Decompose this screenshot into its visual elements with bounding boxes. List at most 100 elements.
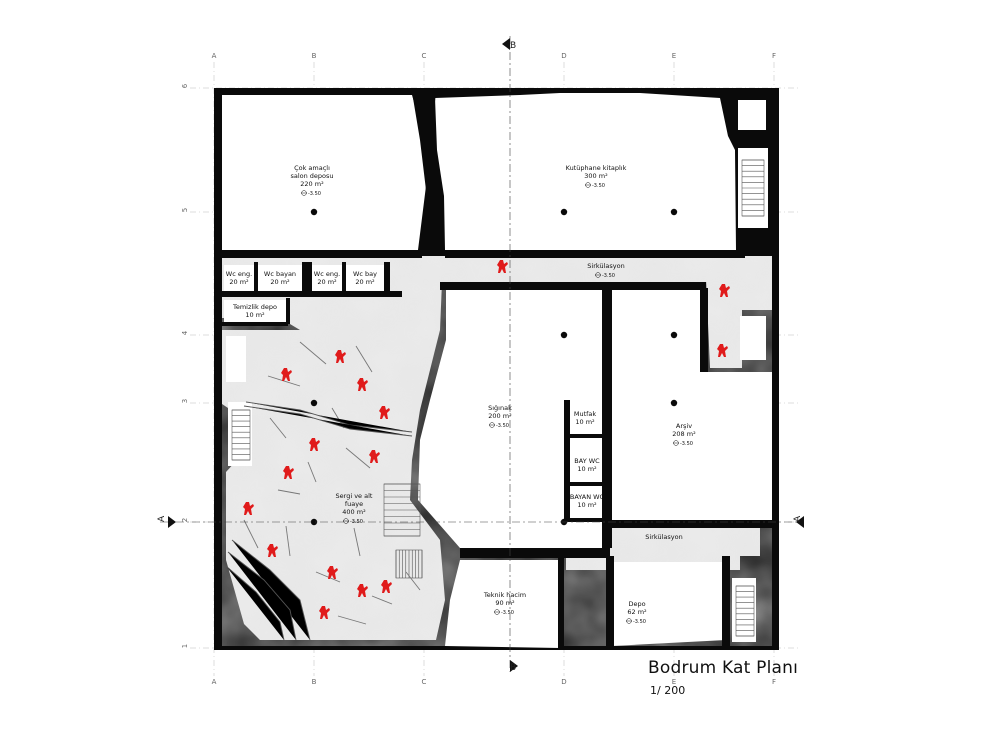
room-wc-eng-1: [224, 265, 254, 291]
drawing-scale: 1/ 200: [650, 684, 686, 697]
person-figure: [319, 606, 330, 619]
grid-row-label: 3: [181, 399, 189, 403]
grid-column-label: D: [561, 52, 566, 60]
column-point: [560, 208, 568, 216]
room-wc-bayan: [258, 265, 302, 291]
room-label-line: 208 m²: [672, 430, 696, 438]
room-wc-bay: [346, 265, 384, 291]
room-teknik-hacim: [445, 560, 560, 648]
grid-column-label: E: [672, 52, 676, 60]
room-label-line: 10 m²: [577, 501, 597, 509]
person-figure: [335, 350, 346, 363]
person-figure: [357, 378, 368, 391]
room-label-line: Depo: [628, 600, 645, 608]
room-label-line: 300 m²: [584, 172, 608, 180]
room-bayan-wc: [570, 490, 602, 518]
section-markers: A A B B: [157, 36, 804, 673]
room-label: Wc eng.20 m²: [226, 270, 252, 286]
grid-column-label: A: [212, 52, 217, 60]
column-point: [310, 399, 318, 407]
column-point: [560, 331, 568, 339]
room-label-line: Çok amaçlı: [294, 164, 330, 172]
person-figure: [327, 566, 338, 579]
grid-column-label: F: [772, 52, 776, 60]
section-a-left-label: A: [157, 515, 167, 522]
level-value: -3.50: [680, 441, 693, 447]
person-figure: [381, 580, 392, 593]
section-b-top-label: B: [510, 41, 516, 51]
person-figure: [717, 344, 728, 357]
person-figure: [719, 284, 730, 297]
room-label: Wc eng.20 m²: [314, 270, 340, 286]
room-label-line: 20 m²: [270, 278, 290, 286]
room-label-line: 20 m²: [355, 278, 375, 286]
level-value: -3.50: [602, 273, 615, 279]
grid-row-label: 2: [181, 518, 189, 522]
person-figure: [283, 466, 294, 479]
drawing-title: Bodrum Kat Planı: [648, 658, 799, 678]
section-a-right-label: A: [793, 515, 803, 522]
room-label-line: Temizlik depo: [232, 303, 277, 311]
room-label-line: BAYAN WC: [570, 493, 605, 501]
level-value: -3.50: [308, 191, 321, 197]
room-label: Sirkülasyon: [645, 533, 682, 541]
room-siginak: [418, 290, 602, 548]
room-arsiv: [612, 290, 772, 520]
room-label-line: 220 m²: [300, 180, 324, 188]
person-figure: [281, 368, 292, 381]
grid-row-label: 5: [181, 208, 189, 212]
grid-column-label: F: [772, 678, 776, 686]
room-label-line: Sirkülasyon: [645, 533, 682, 541]
room-label-line: 10 m²: [575, 418, 595, 426]
grid-column-label: B: [312, 678, 317, 686]
grid-column-label: C: [422, 678, 427, 686]
room-label-line: Wc eng.: [314, 270, 340, 278]
grid-column-label: E: [672, 678, 676, 686]
room-label-line: Sergi ve alt: [336, 492, 373, 500]
level-value: -3.50: [496, 423, 509, 429]
grid-column-label: B: [312, 52, 317, 60]
person-figure: [357, 584, 368, 597]
room-label-line: salon deposu: [290, 172, 333, 180]
column-point: [310, 208, 318, 216]
grid-row-label: 1: [181, 644, 189, 648]
room-label-line: Wc eng.: [226, 270, 252, 278]
staircases: [231, 159, 765, 637]
column-point: [670, 331, 678, 339]
room-wc-eng-2: [312, 265, 342, 291]
room-label-line: BAY WC: [574, 457, 600, 465]
interior-walls: [222, 92, 772, 648]
people-figures: [243, 260, 730, 619]
section-b-bottom-label: B: [510, 663, 516, 673]
room-label-line: 200 m²: [488, 412, 512, 420]
room-label-line: Sirkülasyon: [587, 262, 624, 270]
exhibition-panels: [225, 341, 421, 641]
grid-row-label: 6: [181, 83, 189, 88]
room-label-line: 62 m²: [627, 608, 647, 616]
room-label-line: fuaye: [345, 500, 363, 508]
room-label-line: Sığınak: [488, 404, 512, 412]
grid-column-label: D: [561, 678, 566, 686]
room-bay-wc: [570, 454, 602, 482]
grid-column-label: C: [422, 52, 427, 60]
person-figure: [379, 406, 390, 419]
level-value: -3.50: [633, 619, 646, 625]
room-label-line: Kutüphane kitaplık: [566, 164, 627, 172]
room-label-line: Arşiv: [676, 422, 692, 430]
room-label-line: Wc bayan: [264, 270, 296, 278]
room-salon-deposu: [222, 95, 426, 250]
room-temizlik-depo: [224, 300, 286, 322]
room-label-line: 90 m²: [495, 599, 515, 607]
person-figure: [243, 502, 254, 515]
room-label: Sirkülasyon -3.50: [587, 262, 624, 279]
